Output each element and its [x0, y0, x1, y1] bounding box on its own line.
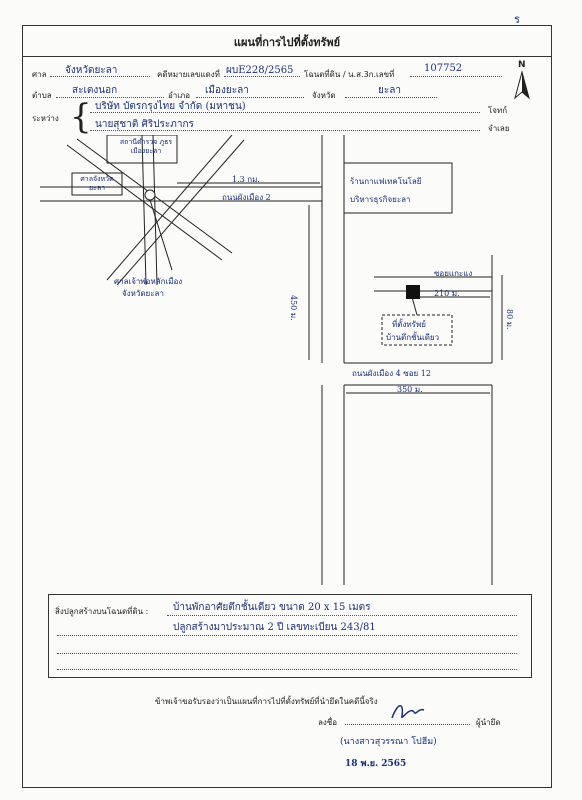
- page-title: แผนที่การไปที่ตั้งทรัพย์: [233, 36, 341, 49]
- corner-mark: ร: [514, 13, 520, 26]
- plaintiff-value: บริษัท บัตรกรุงไทย จำกัด (มหาชน): [95, 101, 246, 112]
- dotline: [57, 653, 517, 654]
- plaintiff-role: โจทก์: [488, 106, 508, 115]
- buildings-box: สิ่งปลูกสร้างบนโฉนดที่ดิน : บ้านพักอาศัย…: [48, 594, 532, 678]
- subdistrict-dotline: [56, 97, 164, 98]
- defendant-value: นายสุชาติ ศิริประภากร: [95, 119, 194, 130]
- deed-value: 107752: [424, 63, 463, 74]
- road-1-label: ถนนผังเมือง 2: [222, 193, 271, 202]
- site-line2: บ้านตึกชั้นเดียว: [386, 333, 440, 342]
- dist-350m: 350 ม.: [397, 385, 423, 394]
- police-label: สถานีตำรวจ ภูธรเมืองยะลา: [119, 138, 173, 155]
- subdistrict-label: ตำบล: [32, 91, 52, 100]
- road-spoke: [106, 135, 233, 281]
- buildings-line2: ปลูกสร้างมาประมาณ 2 ปี เลขทะเบียน 243/81: [173, 622, 376, 633]
- buildings-label: สิ่งปลูกสร้างบนโฉนดที่ดิน :: [55, 607, 149, 616]
- court-value: จังหวัดยะลา: [65, 65, 118, 76]
- site-marker: [406, 285, 420, 299]
- signature-image: [391, 705, 425, 719]
- dotline: [167, 615, 517, 616]
- between-label: ระหว่าง: [32, 114, 59, 123]
- province-label: จังหวัด: [312, 91, 336, 100]
- court-dotline: [50, 76, 150, 77]
- deed-dotline: [410, 76, 502, 77]
- sign-role: ผู้นำยึด: [476, 718, 501, 727]
- case-label: คดีหมายเลขแดงที่: [157, 70, 220, 79]
- document-frame: [22, 25, 552, 788]
- roundabout: [144, 189, 156, 201]
- cert-statement: ข้าพเจ้าขอรับรองว่าเป็นแผนที่การไปที่ตั้…: [155, 697, 378, 706]
- shrine-line1: ศาลเจ้าพ่อหลักเมือง: [114, 277, 183, 286]
- shrine-line2: จังหวัดยะลา: [122, 289, 164, 298]
- road-2-label: ถนนผังเมือง 4 ซอย 12: [352, 369, 431, 378]
- cert-date: 18 พ.ย. 2565: [345, 759, 407, 769]
- north-arrow-icon: [514, 70, 530, 100]
- dist-1-3km: 1.3 กม.: [232, 175, 260, 184]
- court-map-label: ศาลจังหวัด ยะลา: [80, 175, 114, 192]
- road-spoke: [141, 135, 147, 286]
- shop-line2: บริหารธุรกิจยะลา: [350, 195, 411, 204]
- site-pointer: [411, 296, 418, 316]
- district-dotline: [196, 97, 304, 98]
- site-line1: ที่ตั้งทรัพย์: [392, 320, 426, 329]
- location-map: สถานีตำรวจ ภูธรเมืองยะลา ศาลจังหวัด ยะลา…: [22, 135, 552, 585]
- road-spoke: [116, 139, 245, 286]
- case-dotline: [224, 76, 300, 77]
- defendant-dotline: [90, 130, 480, 131]
- province-dotline: [345, 97, 437, 98]
- road-spoke: [152, 135, 158, 286]
- court-box: [71, 172, 123, 196]
- province-value: ยะลา: [378, 85, 401, 96]
- sign-label: ลงชื่อ: [318, 718, 338, 727]
- shop-line1: ร้านกาแฟเทคโนโลยี: [350, 177, 422, 186]
- title-row: แผนที่การไปที่ตั้งทรัพย์: [22, 25, 552, 57]
- shrine-pointer: [149, 199, 173, 271]
- brace: {: [70, 97, 92, 137]
- signer-name: (นางสาวสุวรรณา โปฮีม): [340, 737, 437, 747]
- shop-box: [343, 162, 453, 214]
- sign-dotline: [345, 724, 470, 725]
- court-label: ศาล: [32, 70, 47, 79]
- buildings-line1: บ้านพักอาศัยตึกชั้นเดียว ขนาด 20 x 15 เม…: [173, 602, 371, 613]
- plaintiff-dotline: [90, 112, 480, 113]
- dist-210m: 210 ม.: [434, 289, 460, 298]
- dist-80m: 80 ม.: [505, 309, 514, 330]
- north-label: N: [518, 60, 526, 70]
- district-value: เมืองยะลา: [205, 85, 249, 96]
- road-spoke: [66, 144, 223, 261]
- soi-label: ซอยแกะแง: [434, 269, 473, 278]
- dist-450m: 450 ม.: [289, 295, 298, 321]
- map-drawing: [40, 135, 503, 585]
- dotline: [57, 635, 517, 636]
- district-label: อำเภอ: [168, 91, 191, 100]
- subdistrict-value: สะเตงนอก: [72, 85, 118, 96]
- dotline: [57, 669, 517, 670]
- case-value: ผบE228/2565: [226, 65, 294, 76]
- police-box: [106, 135, 178, 164]
- defendant-role: จำเลย: [488, 124, 510, 133]
- deed-label: โฉนดที่ดิน / น.ส.3ก.เลขที่: [304, 70, 395, 79]
